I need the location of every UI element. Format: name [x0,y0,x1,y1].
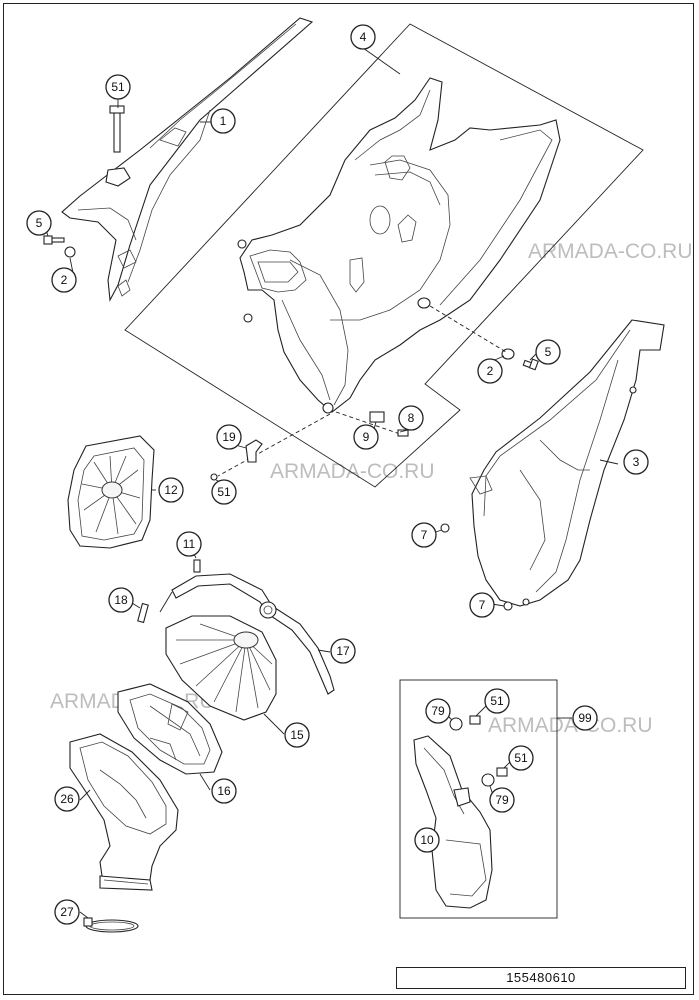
airbox-part [237,77,561,414]
clip-part [369,411,409,437]
callout-51: 51 [105,74,131,100]
screw-part [109,105,125,153]
svg-text:18: 18 [114,593,128,607]
callout-99: 99 [572,705,598,731]
svg-text:17: 17 [336,644,350,658]
callout-7: 7 [411,522,437,548]
leader-line [217,413,331,477]
air-filter-part [165,615,277,721]
watermark-text: ARMADA-CO.RU [270,460,435,483]
watermark-text: ARMADA-CO.RU [528,240,693,263]
svg-text:5: 5 [36,216,43,230]
intake-boot-part [69,733,179,891]
screw-part [522,358,539,371]
callout-16: 16 [211,778,237,804]
diagram-frame [3,3,694,995]
callout-3: 3 [623,449,649,475]
callout-51: 51 [484,688,510,714]
callout-79: 79 [425,698,451,724]
screw-part [469,715,508,777]
grommet-part [449,717,495,787]
callout-15: 15 [284,722,310,748]
callout-4: 4 [350,24,376,50]
callout-10: 10 [414,827,440,853]
svg-text:9: 9 [363,430,370,444]
air-filter-support-part [67,435,155,549]
svg-text:4: 4 [360,30,367,44]
svg-text:99: 99 [578,711,592,725]
svg-text:2: 2 [61,273,68,287]
svg-text:12: 12 [164,483,178,497]
callout-17: 17 [330,638,356,664]
leader-line [335,411,401,435]
svg-text:51: 51 [111,80,125,94]
svg-text:26: 26 [60,792,74,806]
watermark-text: ARMADA-CO.RU [488,714,653,737]
hose-clamp-part [83,917,139,933]
svg-text:51: 51 [490,694,504,708]
side-cover-left-part [61,17,314,302]
callout-79: 79 [489,787,515,813]
bracket-part [245,439,263,463]
pin-part [137,602,149,624]
filter-carrier-part [117,683,223,775]
callout-27: 27 [54,899,80,925]
nut-part [503,601,513,611]
kit-box [399,679,558,919]
callout-5: 5 [535,339,561,365]
screw-part [210,473,218,481]
airbox-group-outline [124,23,644,488]
callout-51: 51 [211,479,237,505]
callout-9: 9 [353,424,379,450]
svg-text:79: 79 [431,704,445,718]
callout-7: 7 [469,592,495,618]
svg-text:79: 79 [495,793,509,807]
rubber-washer-part [64,246,76,258]
screw-part [43,235,65,245]
callout-5: 5 [26,210,52,236]
svg-text:7: 7 [479,598,486,612]
callout-2: 2 [51,267,77,293]
svg-text:19: 19 [222,430,236,444]
svg-text:51: 51 [514,751,528,765]
callout-19: 19 [216,424,242,450]
svg-text:27: 27 [60,905,74,919]
nut-part [440,523,450,533]
svg-text:2: 2 [487,364,494,378]
svg-text:8: 8 [408,411,415,425]
intake-snorkel-part [413,735,493,909]
callout-51: 51 [508,745,534,771]
callout-18: 18 [108,587,134,613]
callout-1: 1 [210,108,236,134]
svg-text:16: 16 [217,784,231,798]
svg-text:10: 10 [420,833,434,847]
pin-part [193,559,201,573]
filter-cage-rod-part [159,573,335,695]
callout-2: 2 [477,358,503,384]
leader-line [429,305,507,353]
svg-text:7: 7 [421,528,428,542]
callout-8: 8 [398,405,424,431]
callout-11: 11 [176,531,202,557]
callout-12: 12 [158,477,184,503]
svg-text:3: 3 [633,455,640,469]
svg-text:1: 1 [220,114,227,128]
drawing-code-label: 155480610 [396,967,686,989]
svg-text:51: 51 [217,485,231,499]
side-cover-right-part [469,319,665,607]
svg-text:15: 15 [290,728,304,742]
svg-text:5: 5 [545,345,552,359]
callout-26: 26 [54,786,80,812]
svg-text:11: 11 [183,537,196,551]
